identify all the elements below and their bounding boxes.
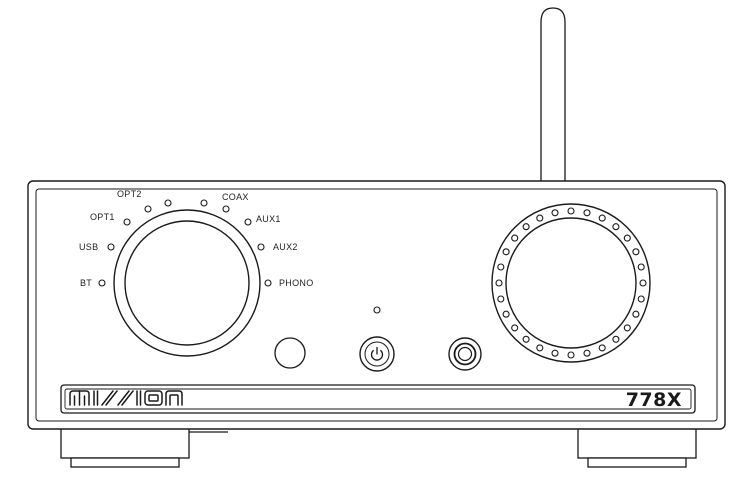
volume-led xyxy=(632,248,640,256)
led-bt xyxy=(98,279,106,287)
input-selector-knob[interactable] xyxy=(113,209,261,357)
volume-led xyxy=(598,344,606,352)
volume-led xyxy=(623,324,631,332)
led-opt1 xyxy=(123,218,131,226)
volume-led xyxy=(637,295,645,303)
volume-led xyxy=(632,310,640,318)
label-usb: USB xyxy=(79,242,98,252)
volume-led xyxy=(637,263,645,271)
right-foot xyxy=(577,427,697,468)
volume-led xyxy=(511,234,519,242)
left-foot xyxy=(60,427,228,468)
volume-led xyxy=(567,207,575,215)
volume-led xyxy=(502,248,510,256)
model-number: 778X xyxy=(626,389,682,411)
power-button[interactable] xyxy=(359,336,395,372)
volume-led xyxy=(536,344,544,352)
input-labels: BT USB OPT1 OPT2 COAX AUX1 AUX2 PHONO xyxy=(79,189,314,288)
volume-led xyxy=(522,335,530,343)
led-aux1 xyxy=(244,218,252,226)
ir-receiver-window xyxy=(274,337,306,369)
led-coax-b xyxy=(222,205,230,213)
power-icon xyxy=(370,346,384,361)
label-phono: PHONO xyxy=(279,278,314,288)
volume-led xyxy=(612,335,620,343)
standby-led xyxy=(373,306,381,314)
chassis xyxy=(27,180,726,430)
led-usb xyxy=(107,243,115,251)
volume-led xyxy=(551,349,559,357)
label-aux2: AUX2 xyxy=(273,242,298,252)
led-opt2-a xyxy=(144,205,152,213)
volume-led xyxy=(598,214,606,222)
led-phono xyxy=(264,279,272,287)
label-bt: BT xyxy=(80,278,92,288)
label-opt1: OPT1 xyxy=(90,212,115,222)
antenna xyxy=(540,7,566,182)
led-coax-a xyxy=(200,199,208,207)
label-coax: COAX xyxy=(222,192,249,202)
volume-led xyxy=(495,279,503,287)
input-indicator-leds xyxy=(98,199,272,287)
volume-led xyxy=(583,209,591,217)
brand-logo: mission xyxy=(69,390,183,406)
led-aux2 xyxy=(257,243,265,251)
volume-led xyxy=(511,324,519,332)
volume-led xyxy=(612,223,620,231)
headphone-jack[interactable] xyxy=(448,337,482,371)
volume-led xyxy=(551,209,559,217)
volume-led xyxy=(497,263,505,271)
label-opt2: OPT2 xyxy=(117,189,142,199)
volume-led-ring xyxy=(495,207,647,359)
led-opt2-b xyxy=(164,199,172,207)
volume-led xyxy=(567,351,575,359)
volume-led xyxy=(536,214,544,222)
volume-led xyxy=(522,223,530,231)
volume-led xyxy=(497,295,505,303)
volume-led xyxy=(583,349,591,357)
label-aux1: AUX1 xyxy=(256,214,281,224)
volume-knob[interactable] xyxy=(491,203,651,363)
volume-led xyxy=(639,279,647,287)
display-panel xyxy=(60,384,696,414)
volume-led xyxy=(623,234,631,242)
volume-led xyxy=(502,310,510,318)
